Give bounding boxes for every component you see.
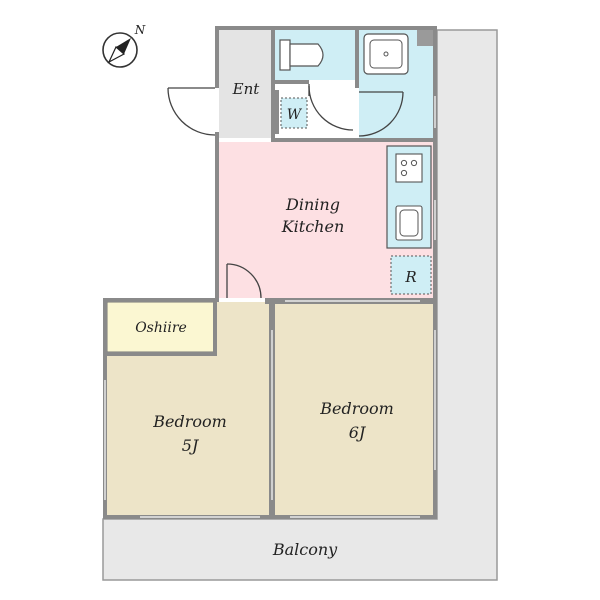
bedroom-6j-label-size: 6J [349, 423, 367, 442]
oshiire-label: Oshiire [135, 320, 187, 336]
entrance-area [219, 30, 271, 138]
bedroom-5j-label-size: 5J [182, 436, 200, 455]
dining-kitchen-label-line1: Dining [285, 195, 340, 214]
washer-space [280, 97, 308, 129]
dining-kitchen-label-line2: Kitchen [281, 217, 345, 236]
bedroom-6j-label-name: Bedroom [319, 399, 394, 418]
front-door-icon [167, 87, 216, 136]
toilet-icon [279, 39, 324, 71]
bathtub-icon [363, 33, 409, 75]
refrigerator-space [390, 255, 432, 295]
bedroom-6j [275, 304, 433, 515]
compass-north-label: N [134, 23, 146, 37]
washer-label: W [287, 107, 303, 123]
bedroom-door-icon [226, 263, 262, 299]
compass: N [102, 23, 146, 68]
doors [167, 84, 404, 299]
windows [104, 96, 436, 518]
bedroom-5j-label-name: Bedroom [152, 412, 227, 431]
bathroom-door-icon [358, 91, 404, 137]
door-openings [219, 298, 265, 302]
toilet-door-icon [308, 84, 354, 131]
compass-ring [102, 32, 138, 68]
bedroom-5j [107, 302, 269, 515]
bathroom-corner-post [417, 30, 433, 46]
north-arrow-icon [107, 38, 131, 64]
entrance-label: Ent [232, 80, 261, 98]
balcony-label: Balcony [272, 540, 338, 559]
refrigerator-label: R [404, 268, 416, 286]
sink-icon [395, 205, 423, 241]
stove-icon [395, 153, 423, 183]
